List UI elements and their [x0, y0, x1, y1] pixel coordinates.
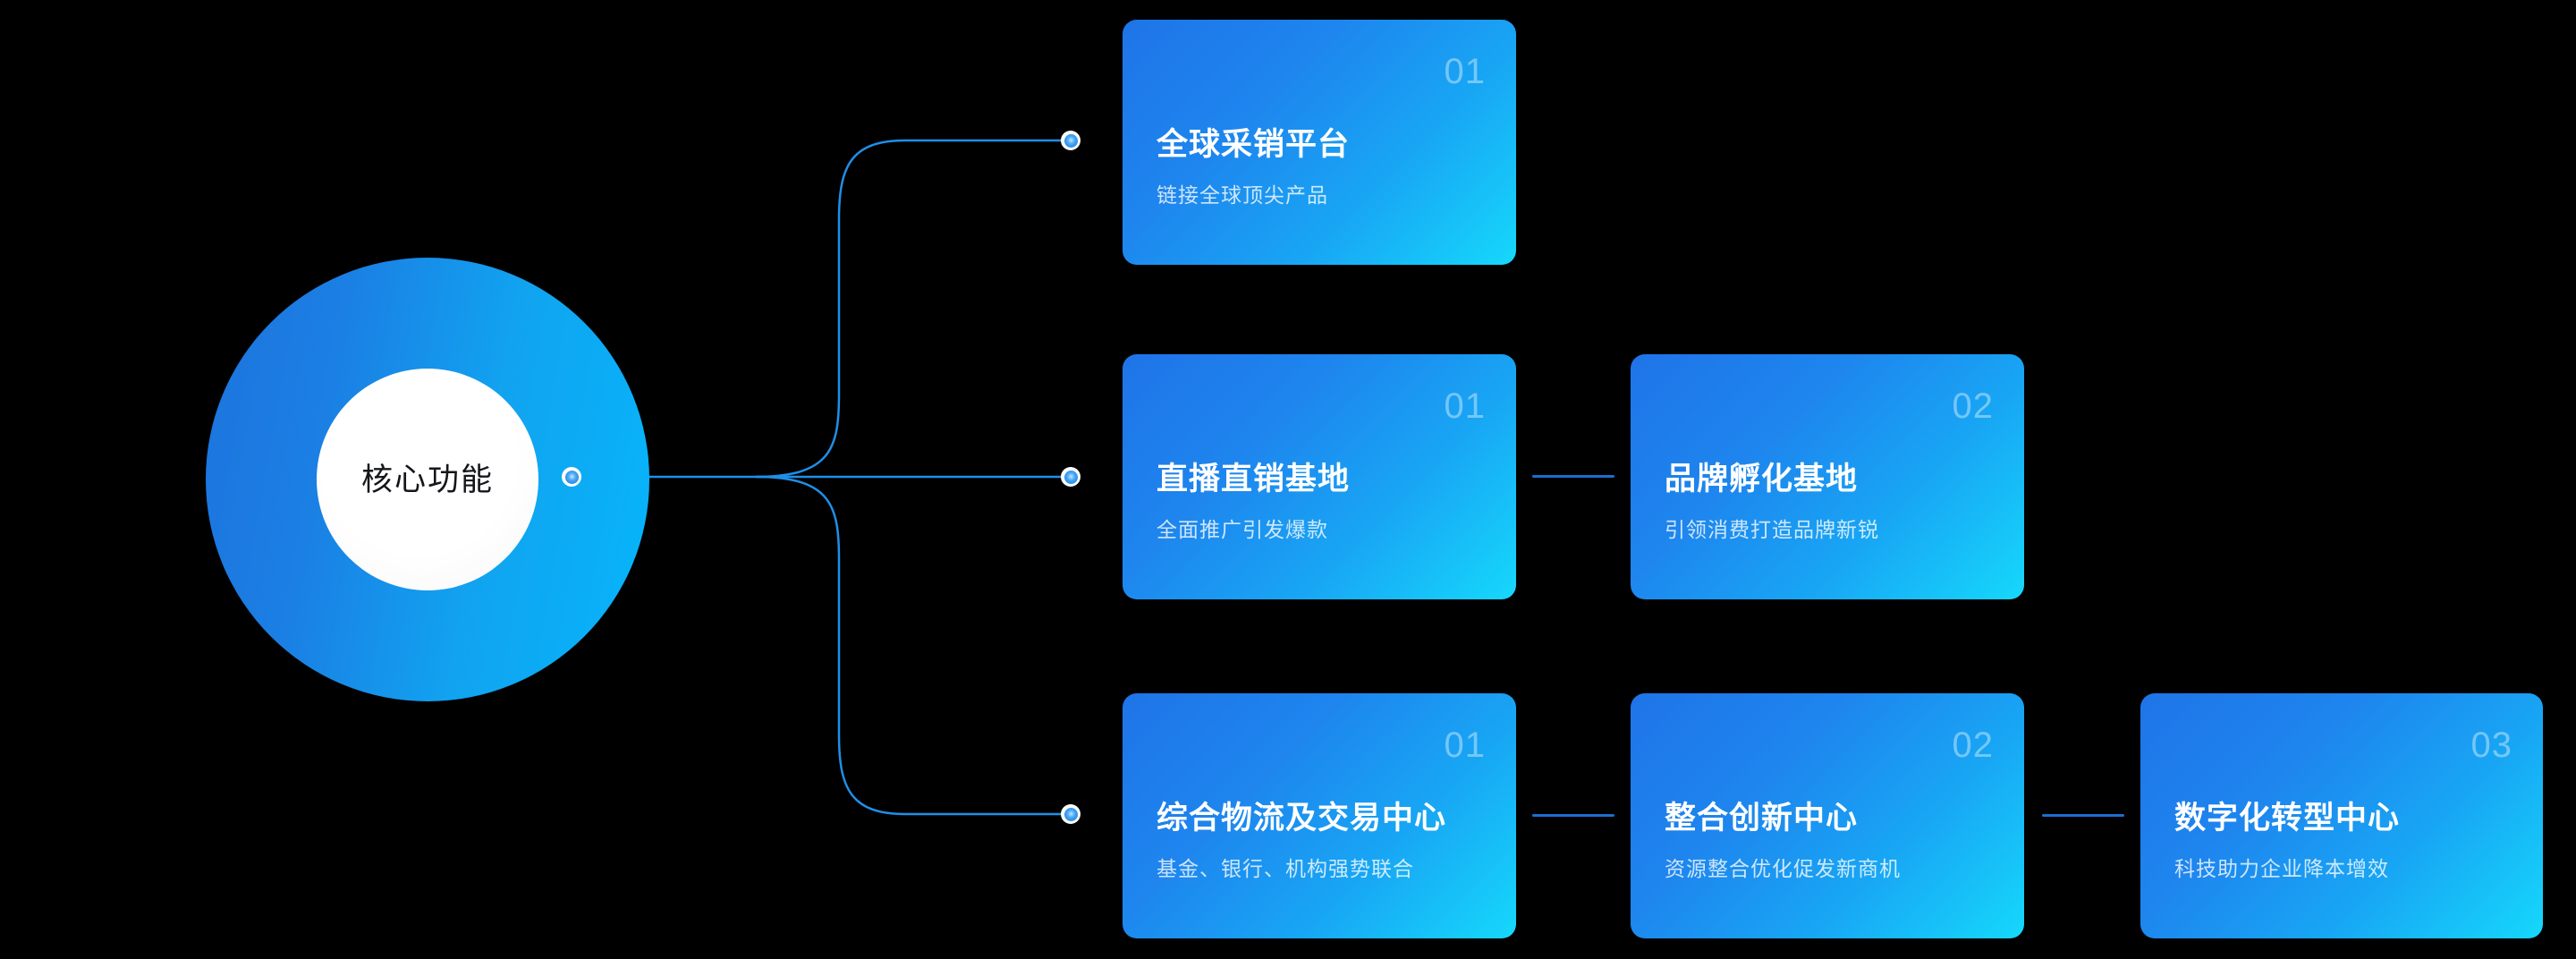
card-subtitle: 资源整合优化促发新商机	[1665, 857, 1901, 880]
core-hub[interactable]: 核心功能	[206, 258, 649, 701]
connector-dot-branch-1[interactable]	[1061, 131, 1080, 150]
card-subtitle: 基金、银行、机构强势联合	[1157, 857, 1414, 880]
sibling-link-row2-1-2	[1532, 475, 1614, 478]
sibling-link-row3-2-3	[2042, 814, 2124, 817]
connector-dot-branch-3[interactable]	[1061, 804, 1080, 824]
card-subtitle: 链接全球顶尖产品	[1157, 183, 1328, 207]
card-number: 01	[1444, 52, 1486, 91]
connector-dot-branch-2[interactable]	[1061, 467, 1080, 487]
card-number: 01	[1444, 726, 1486, 765]
sibling-link-row3-1-2	[1532, 814, 1614, 817]
connector-dot-hub[interactable]	[562, 467, 581, 487]
feature-card-brand-incubation-base[interactable]: 02 品牌孵化基地 引领消费打造品牌新锐	[1631, 354, 2024, 599]
feature-card-digital-transformation-center[interactable]: 03 数字化转型中心 科技助力企业降本增效	[2140, 693, 2543, 938]
feature-card-integration-innovation-center[interactable]: 02 整合创新中心 资源整合优化促发新商机	[1631, 693, 2024, 938]
feature-card-global-sourcing[interactable]: 01 全球采销平台 链接全球顶尖产品	[1123, 20, 1516, 265]
card-title: 数字化转型中心	[2174, 801, 2401, 836]
feature-card-logistics-trade-center[interactable]: 01 综合物流及交易中心 基金、银行、机构强势联合	[1123, 693, 1516, 938]
card-number: 01	[1444, 386, 1486, 426]
core-hub-inner: 核心功能	[317, 369, 538, 590]
card-title: 品牌孵化基地	[1665, 462, 1859, 496]
card-subtitle: 科技助力企业降本增效	[2174, 857, 2389, 880]
card-number: 03	[2470, 726, 2512, 765]
card-title: 整合创新中心	[1665, 801, 1859, 836]
card-number: 02	[1952, 726, 1994, 765]
card-subtitle: 全面推广引发爆款	[1157, 518, 1328, 541]
core-hub-label: 核心功能	[360, 462, 494, 497]
feature-card-live-commerce-base[interactable]: 01 直播直销基地 全面推广引发爆款	[1123, 354, 1516, 599]
card-title: 直播直销基地	[1157, 462, 1351, 496]
card-title: 综合物流及交易中心	[1157, 801, 1447, 836]
card-number: 02	[1952, 386, 1994, 426]
connector-branch-lower	[755, 475, 1061, 816]
card-subtitle: 引领消费打造品牌新锐	[1665, 518, 1879, 541]
card-title: 全球采销平台	[1157, 127, 1351, 162]
connector-branch-upper	[755, 139, 1061, 479]
